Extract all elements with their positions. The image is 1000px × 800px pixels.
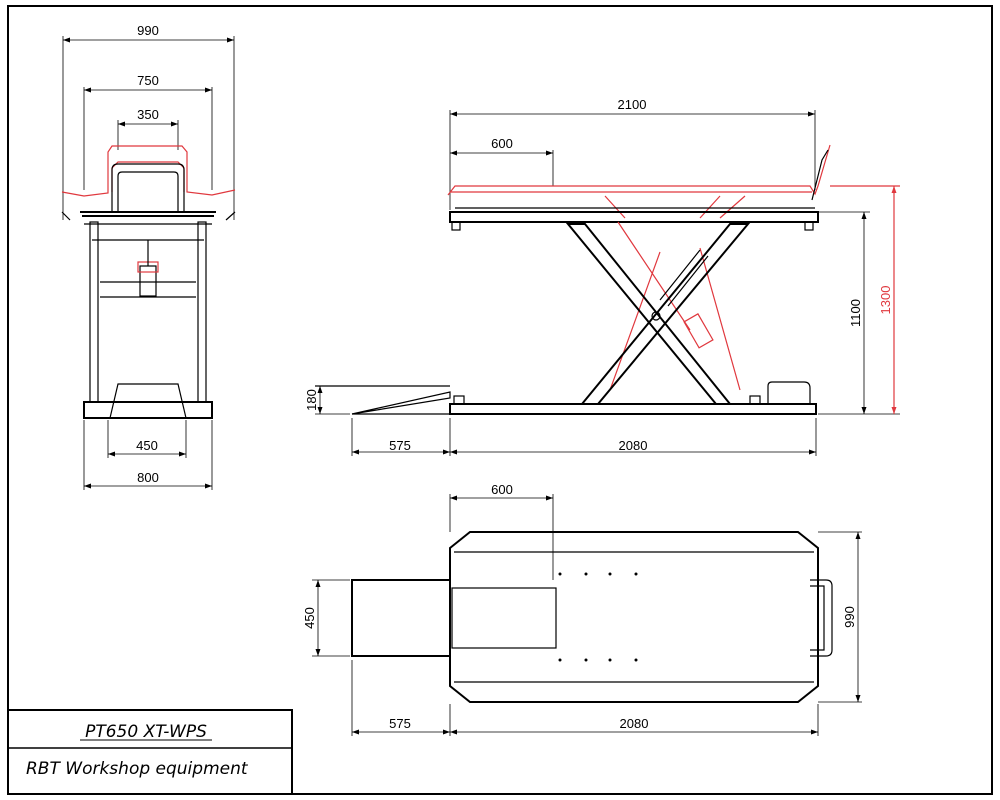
dim-side-platform-length: 2100: [618, 97, 647, 112]
dim-side-max-height: 1100: [848, 299, 863, 327]
dim-top-base-length: 2080: [620, 716, 649, 731]
front-view: 990 750 350 450 800: [61, 23, 236, 490]
drawing-frame: [7, 5, 993, 795]
dim-side-max-height-rail: 1300: [878, 286, 893, 315]
dim-top-ramp-width: 450: [302, 607, 317, 629]
dim-top-width: 990: [842, 606, 857, 628]
dim-front-rail-width: 750: [137, 73, 159, 88]
company-name: RBT Workshop equipment: [26, 759, 249, 779]
dim-front-handle-width: 350: [137, 107, 159, 122]
dim-front-total-width: 990: [137, 23, 159, 38]
dim-side-vise-offset: 600: [491, 136, 513, 151]
side-view: 2100 600 1100 1300 180 575 2080: [304, 97, 900, 456]
dim-side-ramp-height: 180: [304, 389, 319, 411]
top-view: 600 990 450 575 2080: [302, 482, 862, 736]
dim-front-ramp-width: 450: [136, 438, 158, 453]
model-name: PT650 XT-WPS: [85, 722, 207, 742]
title-block: PT650 XT-WPS RBT Workshop equipment: [7, 709, 293, 795]
dim-top-vise-offset: 600: [491, 482, 513, 497]
dim-front-base-width: 800: [137, 470, 159, 485]
dim-top-ramp-length: 575: [389, 716, 411, 731]
dim-side-base-length: 2080: [619, 438, 648, 453]
dim-side-ramp-length: 575: [389, 438, 411, 453]
